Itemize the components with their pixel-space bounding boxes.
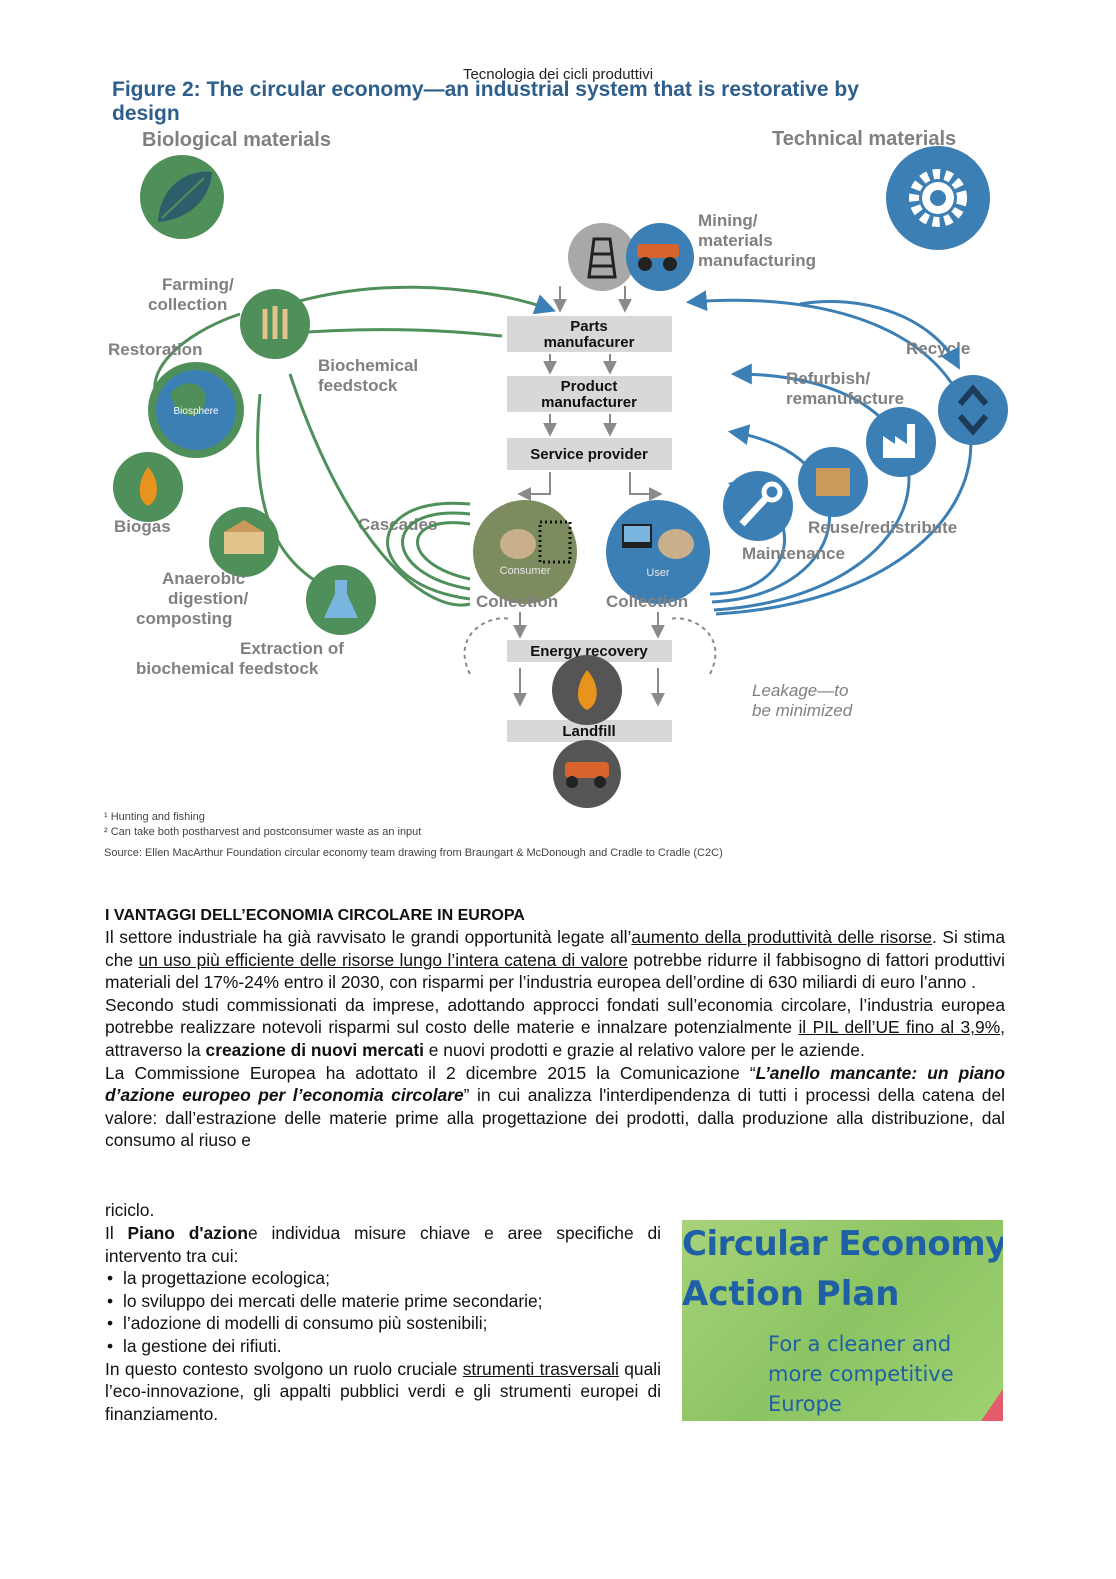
mining-label-2: materials	[698, 231, 773, 250]
promo-title-line1: Circular Economy	[682, 1224, 1003, 1264]
recycle-icon	[938, 375, 1008, 445]
refurbish-label-2: remanufacture	[786, 389, 904, 408]
action-plan-section: Il Piano d'azione individua misure chiav…	[105, 1222, 661, 1425]
paragraph-3: La Commissione Europea ha adottato il 2 …	[105, 1062, 1005, 1152]
reuse-label: Reuse/redistribute	[808, 518, 957, 537]
landfill-truck-icon	[553, 740, 621, 808]
action-plan-promo-image: Circular Economy Action Plan For a clean…	[682, 1220, 1003, 1421]
factory-icon	[866, 407, 936, 477]
promo-subtitle-line2: more competitive	[768, 1362, 954, 1386]
paragraph-1: Il settore industriale ha già ravvisato …	[105, 926, 1005, 994]
figure-source: Source: Ellen MacArthur Foundation circu…	[104, 846, 1004, 861]
gear-icon	[886, 146, 990, 250]
parts-manufacturer-label-1: Parts	[570, 318, 608, 335]
extraction-label-2: biochemical feedstock	[136, 659, 319, 678]
collection-left-label: Collection	[476, 592, 558, 611]
consumer-label: Consumer	[500, 565, 551, 577]
product-manufacturer-label-1: Product	[561, 378, 618, 395]
compost-icon	[209, 507, 279, 577]
anaerobic-label-3: composting	[136, 609, 232, 628]
anaerobic-label-1: Anaerobic	[162, 569, 245, 588]
restoration-label: Restoration	[108, 340, 202, 359]
farming-label-1: Farming/	[162, 275, 234, 294]
list-item: la gestione dei rifiuti.	[105, 1335, 661, 1358]
measures-list: la progettazione ecologica; lo sviluppo …	[105, 1267, 661, 1357]
biosphere-label: Biosphere	[173, 406, 218, 417]
biosphere-icon: Biosphere	[148, 362, 244, 458]
biogas-label: Biogas	[114, 517, 171, 536]
technical-materials-heading: Technical materials	[772, 128, 956, 150]
user-label: User	[646, 567, 670, 579]
article-body: I VANTAGGI DELL’ECONOMIA CIRCOLARE IN EU…	[105, 906, 1005, 1152]
leakage-label-1: Leakage—to	[752, 681, 848, 700]
circular-economy-diagram: .lbl { font-family:"Liberation Sans", sa…	[100, 74, 1015, 814]
figure-title-line2: design	[112, 102, 180, 125]
paragraph-5: In questo contesto svolgono un ruolo cru…	[105, 1358, 661, 1426]
promo-subtitle-line1: For a cleaner and	[768, 1332, 951, 1356]
promo-subtitle-line3: Europe	[768, 1392, 842, 1416]
paragraph-4: Il Piano d'azione individua misure chiav…	[105, 1222, 661, 1267]
list-item: l’adozione di modelli di consumo più sos…	[105, 1312, 661, 1335]
user-icon: User	[606, 500, 710, 604]
landfill-label: Landfill	[562, 723, 615, 740]
mining-label-3: manufacturing	[698, 251, 816, 270]
consumer-icon: Consumer	[473, 500, 577, 604]
biochemical-label-2: feedstock	[318, 376, 398, 395]
box-icon	[798, 447, 868, 517]
refurbish-label-1: Refurbish/	[786, 369, 870, 388]
circular-economy-figure: .lbl { font-family:"Liberation Sans", sa…	[100, 74, 1015, 874]
biochemical-label-1: Biochemical	[318, 356, 418, 375]
truck-icon	[626, 223, 694, 291]
mining-label-1: Mining/	[698, 211, 758, 230]
footnote-1: ¹ Hunting and fishing	[104, 810, 1004, 825]
paragraph-2: Secondo studi commissionati da imprese, …	[105, 994, 1005, 1062]
leaf-icon	[140, 155, 224, 239]
section-heading: I VANTAGGI DELL’ECONOMIA CIRCOLARE IN EU…	[105, 906, 1005, 926]
promo-corner-accent	[981, 1389, 1003, 1421]
figure-title-line1: Figure 2: The circular economy—an indust…	[112, 78, 859, 101]
extraction-label-1: Extraction of	[240, 639, 344, 658]
biological-materials-heading: Biological materials	[142, 129, 331, 151]
biogas-flame-icon	[113, 452, 183, 522]
collection-right-label: Collection	[606, 592, 688, 611]
service-provider-label: Service provider	[530, 446, 648, 463]
promo-title-line2: Action Plan	[682, 1274, 900, 1314]
product-manufacturer-label-2: manufacturer	[541, 394, 637, 411]
mining-icon	[568, 223, 636, 291]
leakage-label-2: be minimized	[752, 701, 853, 720]
paragraph-3-end: riciclo.	[105, 1200, 154, 1221]
anaerobic-label-2: digestion/	[168, 589, 249, 608]
maintenance-label: Maintenance	[742, 544, 845, 563]
footnote-2: ² Can take both postharvest and postcons…	[104, 825, 1004, 840]
list-item: lo sviluppo dei mercati delle materie pr…	[105, 1290, 661, 1313]
flask-icon	[306, 565, 376, 635]
list-item: la progettazione ecologica;	[105, 1267, 661, 1290]
farming-label-2: collection	[148, 295, 227, 314]
wrench-icon	[723, 471, 793, 541]
figure-notes: ¹ Hunting and fishing ² Can take both po…	[104, 810, 1004, 861]
parts-manufacturer-label-2: manufacurer	[544, 334, 635, 351]
wheat-icon	[240, 289, 310, 359]
flame-icon	[552, 655, 622, 725]
